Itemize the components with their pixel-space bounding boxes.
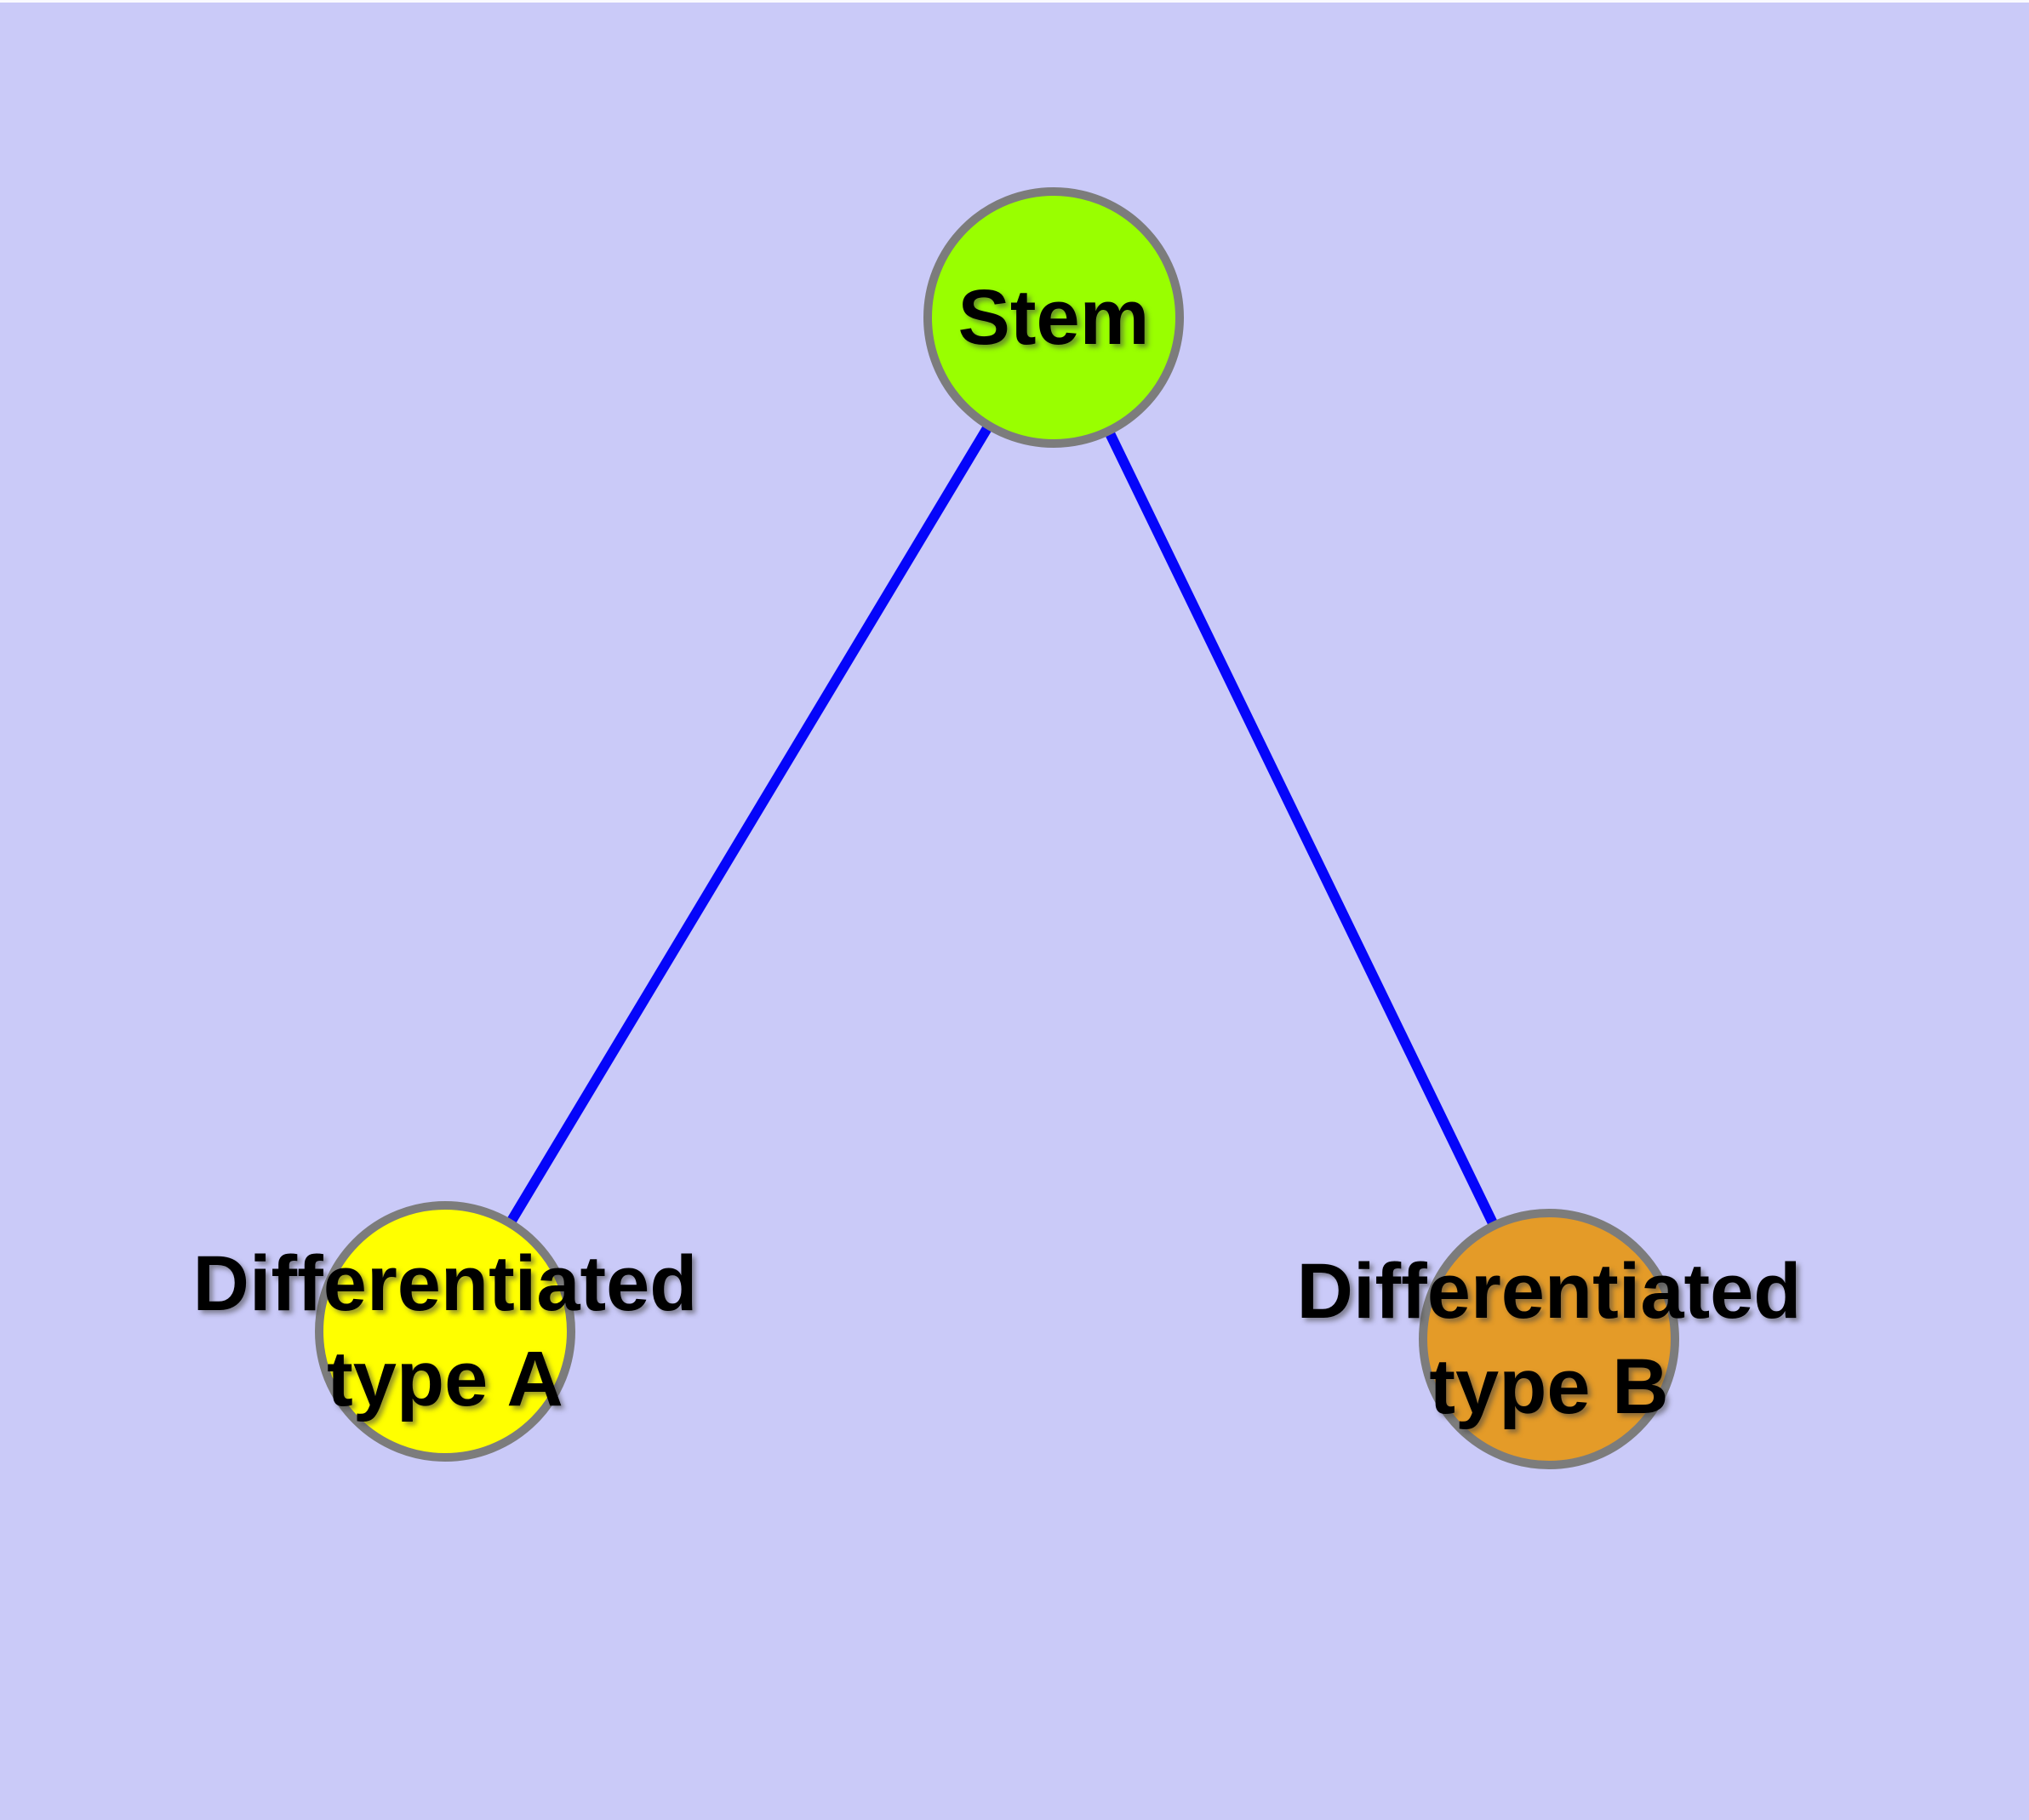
node-differentiated-type-a — [315, 1201, 575, 1462]
edge-stem-to-type-a — [440, 314, 1059, 1335]
node-stem — [923, 187, 1184, 448]
edge-stem-to-type-b — [1049, 315, 1554, 1342]
top-edge-strip — [0, 0, 2029, 3]
node-differentiated-type-b — [1419, 1209, 1679, 1469]
